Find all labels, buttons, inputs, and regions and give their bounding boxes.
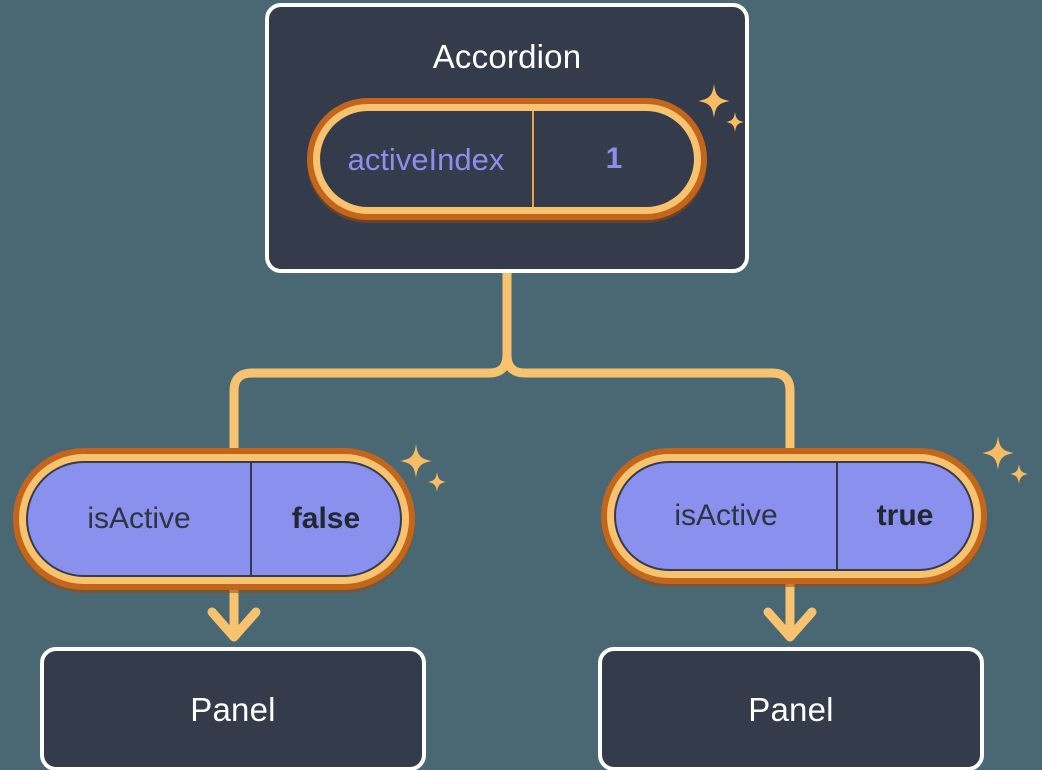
accordion-title: Accordion — [432, 38, 582, 75]
panel-left-prop-pill[interactable]: isActive false — [13, 448, 415, 590]
connector-root-split — [229, 268, 512, 457]
pill-body: isActive true — [614, 461, 974, 571]
panel-title-right: Panel — [748, 690, 834, 728]
prop-value-label: false — [291, 502, 361, 535]
prop-value-label: true — [876, 499, 934, 532]
panel-component-card-right[interactable]: Panel — [598, 647, 984, 770]
pill-body: isActive false — [26, 461, 402, 577]
pill-ring-inner: activeIndex 1 — [313, 104, 701, 214]
state-key-label: activeIndex — [320, 111, 534, 207]
pill-ring-inner: isActive true — [607, 454, 981, 578]
arrow-head-left-icon — [207, 607, 261, 642]
panel-title-left: Panel — [190, 690, 276, 728]
connector-root-split-right — [502, 268, 795, 457]
panel-component-card-left[interactable]: Panel — [40, 647, 426, 770]
panel-right-prop-pill[interactable]: isActive true — [601, 448, 987, 584]
state-value-label: 1 — [605, 142, 623, 175]
prop-key-label: isActive — [28, 463, 252, 575]
pill-body: activeIndex 1 — [320, 111, 694, 207]
pill-ring-inner: isActive false — [19, 454, 409, 584]
arrow-head-right-icon — [763, 607, 817, 642]
accordion-state-pill[interactable]: activeIndex 1 — [307, 98, 707, 220]
prop-key-label: isActive — [616, 463, 838, 569]
sparkles-icon — [982, 436, 1028, 484]
